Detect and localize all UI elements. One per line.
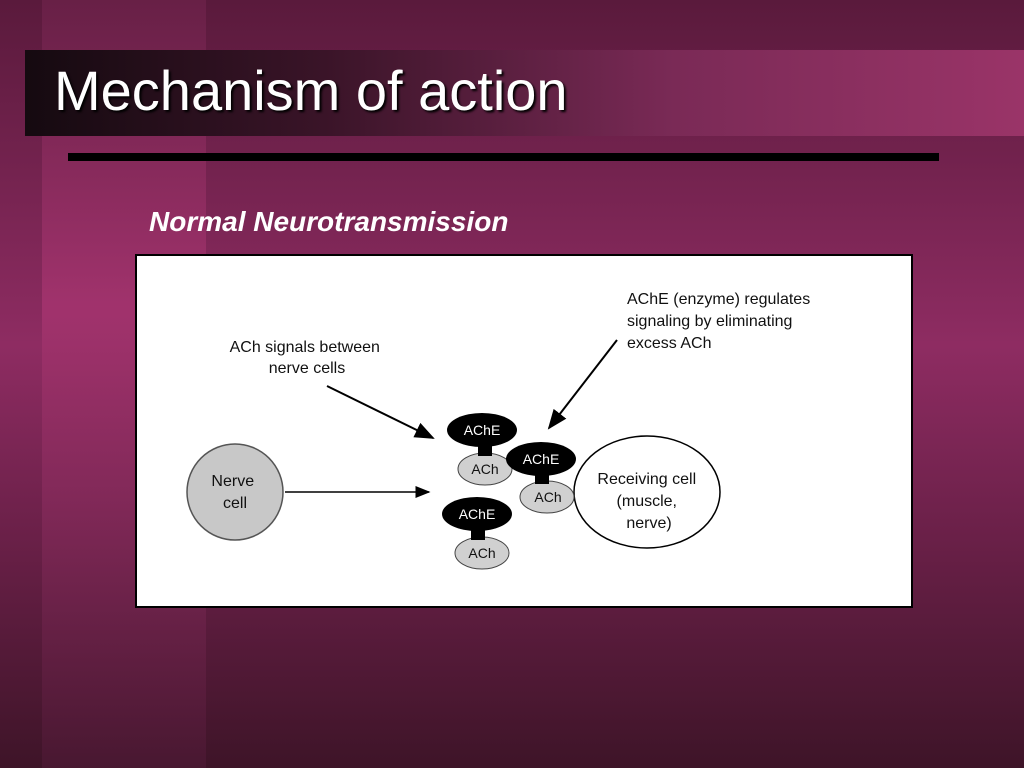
slide-title: Mechanism of action [54, 59, 568, 122]
receiving-cell-label-line3: nerve) [626, 515, 671, 532]
ache-regulates-label-line1: AChE (enzyme) regulates [627, 291, 810, 308]
ache-label-bottom: AChE [459, 506, 496, 522]
receiving-cell: Receiving cell (muscle, nerve) [573, 435, 721, 549]
neurotransmission-diagram: ACh signals between nerve cells AChE (en… [186, 291, 815, 570]
receiving-cell-label-line2: (muscle, [617, 493, 677, 510]
ache-regulates-label-line2: signaling by eliminating [627, 313, 792, 330]
ach-signals-label: ACh signals between nerve cells [230, 339, 385, 377]
ache-regulates-label: AChE (enzyme) regulates signaling by eli… [627, 291, 815, 352]
ache-ach-pair-bottom: AChE ACh [442, 497, 512, 570]
ach-signals-label-line2: nerve cells [269, 360, 345, 377]
nerve-cell: Nerve cell [186, 443, 284, 541]
arrow-signals-to-synapse [326, 385, 435, 439]
nerve-cell-label-line2: cell [223, 495, 247, 512]
svg-text:Nerve cell: Nerve cell [211, 473, 258, 512]
nerve-cell-label-line1: Nerve [211, 473, 254, 490]
receiving-cell-label-line1: Receiving cell [597, 471, 696, 488]
title-bar [25, 50, 1024, 136]
svg-text:Receiving cell (muscle: Receiving cell (muscle, nerve) [597, 471, 700, 532]
title-rule [68, 153, 939, 161]
ach-label-right: ACh [534, 489, 561, 505]
neurotransmission-figure: ACh signals between nerve cells AChE (en… [135, 254, 913, 608]
slide-subtitle: Normal Neurotransmission [149, 206, 509, 237]
ach-signals-label-line1: ACh signals between [230, 339, 380, 356]
ache-label-right: AChE [523, 451, 560, 467]
ache-label-top: AChE [464, 422, 501, 438]
ache-regulates-label-line3: excess ACh [627, 335, 711, 352]
ache-ach-pair-top: AChE ACh [447, 413, 517, 486]
ach-label-top: ACh [471, 461, 498, 477]
arrow-ache-to-enzyme [547, 339, 618, 430]
ach-label-bottom: ACh [468, 545, 495, 561]
ache-ach-pair-right: AChE ACh [506, 442, 576, 514]
